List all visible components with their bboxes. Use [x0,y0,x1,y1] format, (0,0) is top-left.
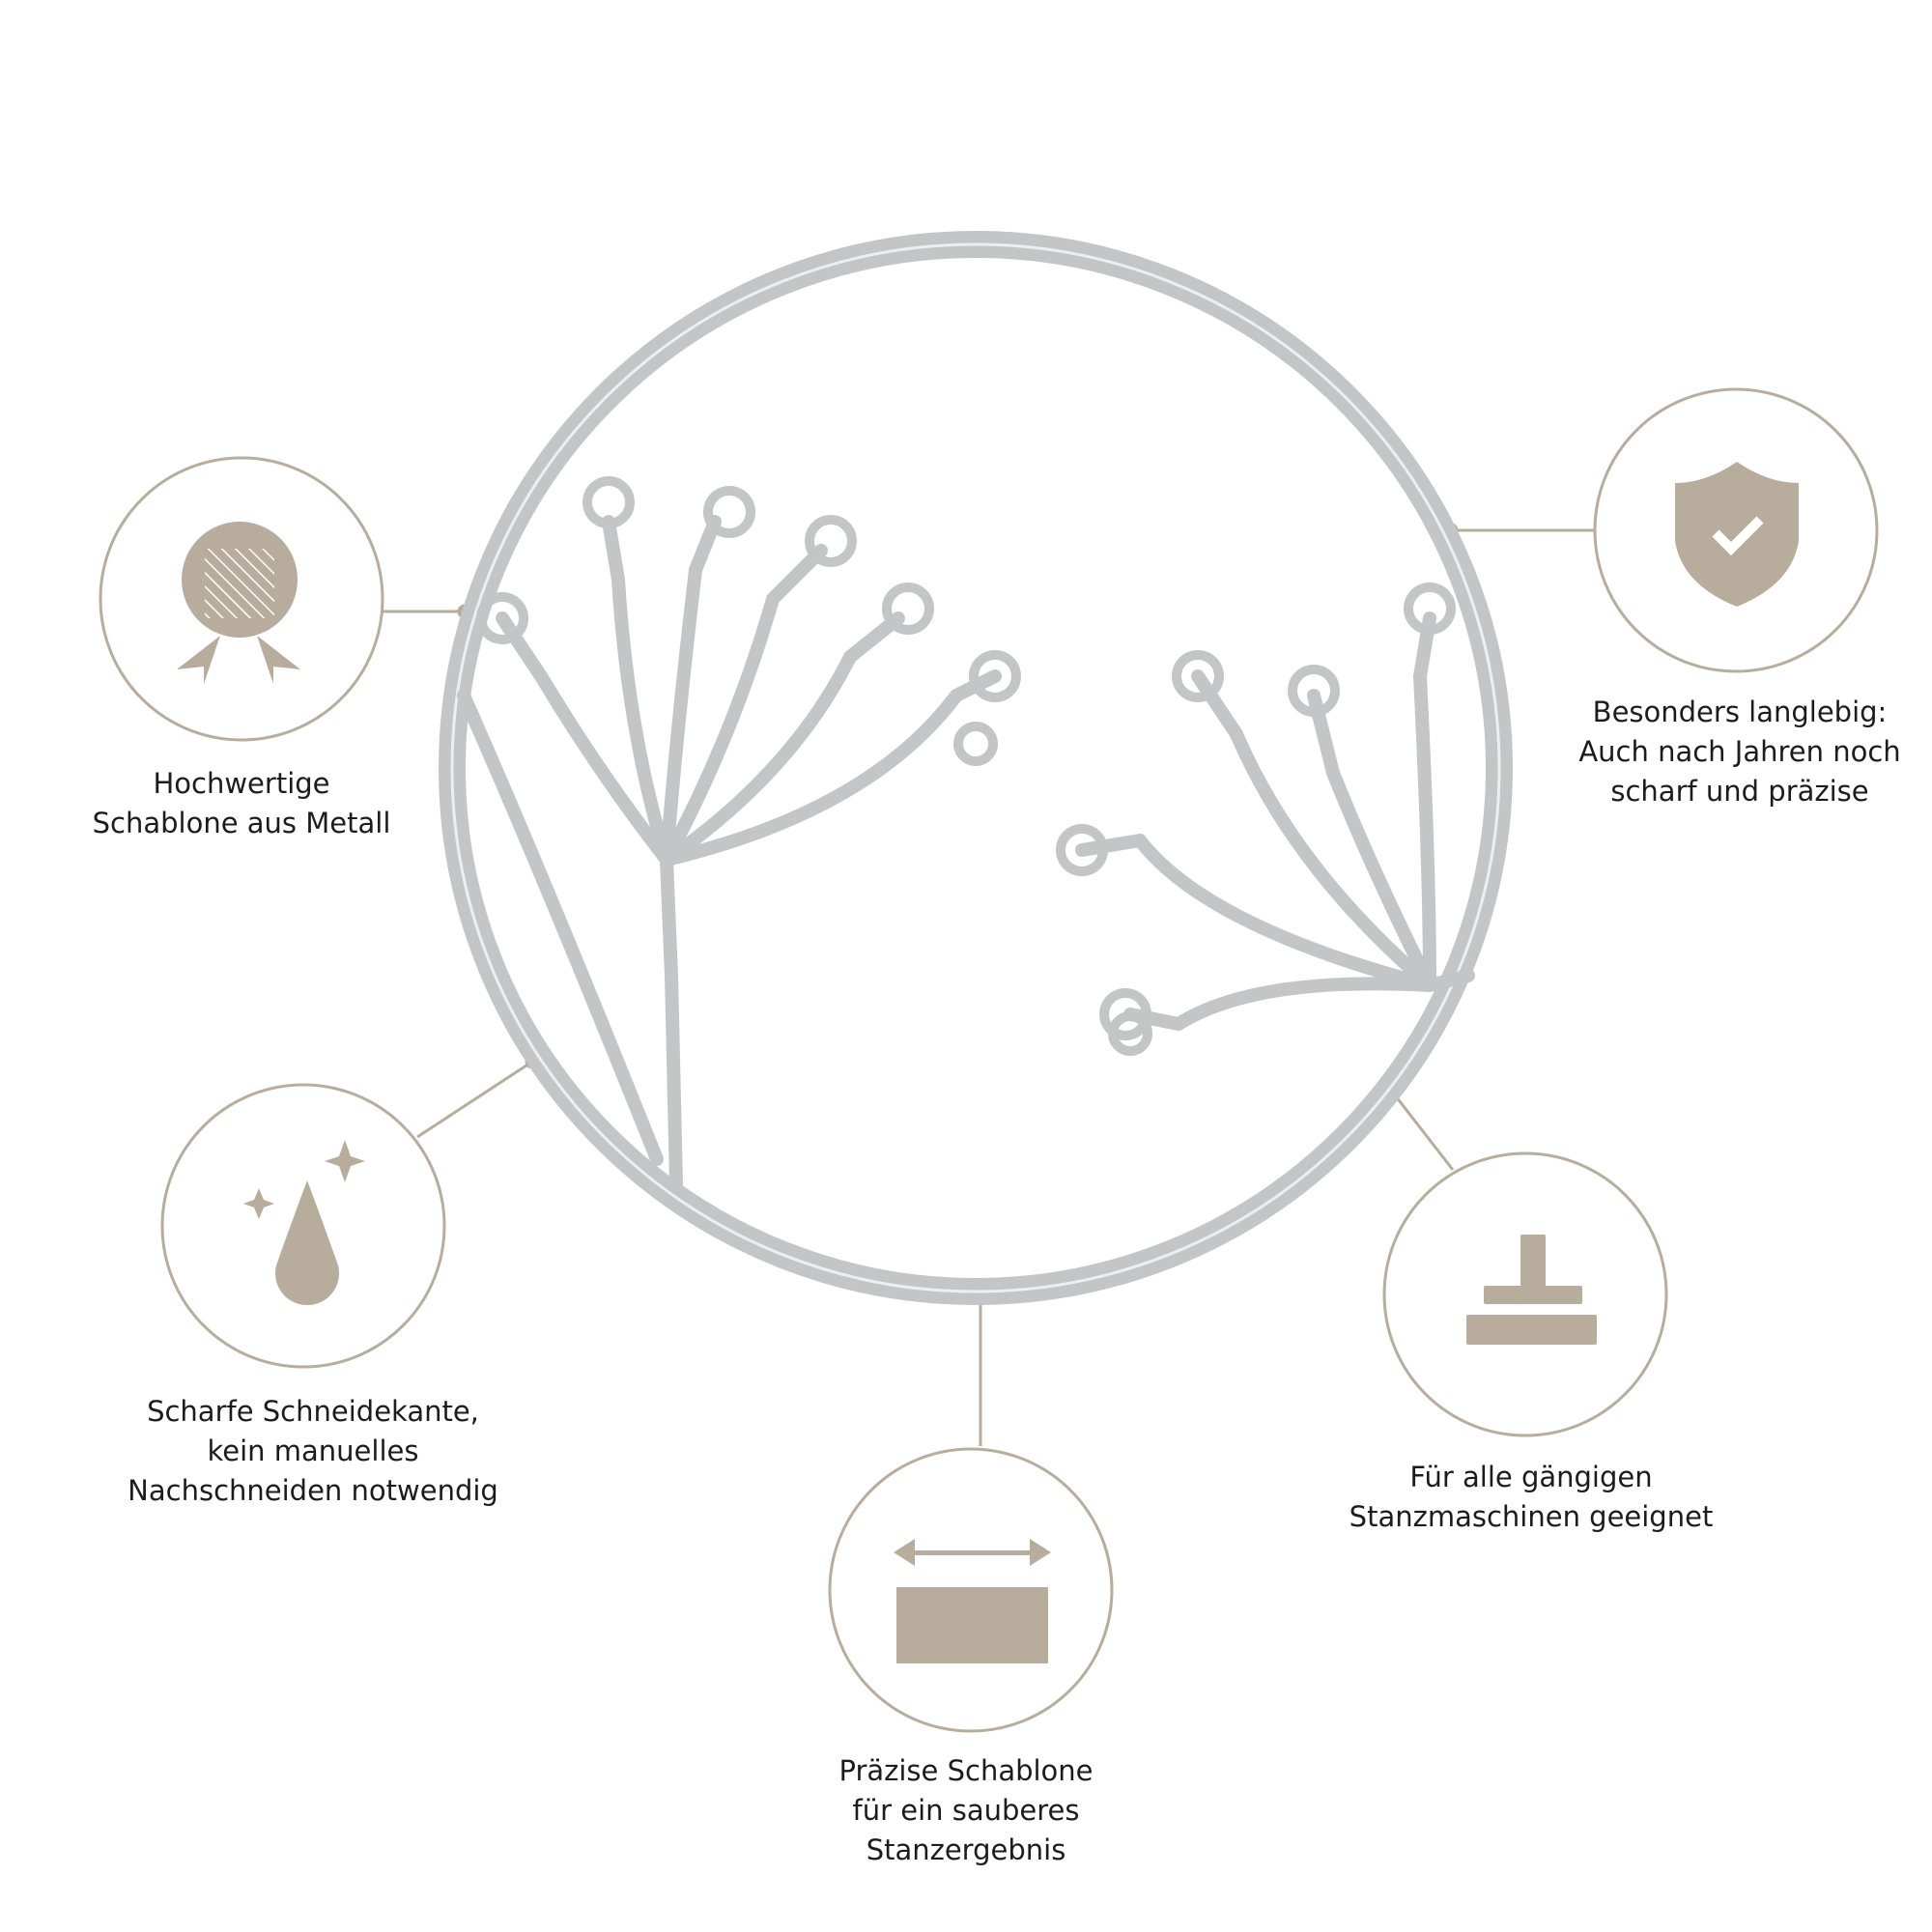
award-medal-icon [177,522,300,684]
sparkle-drop-icon [243,1140,365,1306]
feature-caption-sharp: Scharfe Schneidekante, kein manuelles Na… [128,1392,498,1511]
stamp-press-icon [1466,1235,1597,1345]
caption-line: Besonders langlebig: [1592,696,1888,728]
width-arrow-icon [894,1539,1051,1663]
caption-line: Schablone aus Metall [92,807,391,839]
caption-line: Stanzmaschinen geeignet [1349,1500,1714,1533]
caption-line: Für alle gängigen [1409,1461,1653,1493]
caption-line: für ein sauberes [852,1794,1080,1827]
feature-caption-durable: Besonders langlebig: Auch nach Jahren no… [1578,693,1900,811]
feature-caption-machines: Für alle gängigen Stanzmaschinen geeigne… [1350,1458,1714,1537]
feature-caption-precise: Präzise Schablone für ein sauberes Stanz… [838,1751,1093,1870]
caption-line: Scharfe Schneidekante, [147,1395,479,1428]
metal-cutting-die [439,231,1513,1305]
caption-line: Präzise Schablone [838,1754,1094,1787]
feature-caption-metal: Hochwertige Schablone aus Metall [93,764,391,843]
caption-line: Stanzergebnis [866,1833,1066,1866]
caption-line: Nachschneiden notwendig [128,1474,498,1507]
caption-line: scharf und präzise [1610,775,1869,808]
caption-line: Hochwertige [153,767,330,800]
caption-line: kein manuelles [207,1435,419,1467]
shield-check-icon [1675,462,1799,607]
caption-line: Auch nach Jahren noch [1578,735,1901,768]
